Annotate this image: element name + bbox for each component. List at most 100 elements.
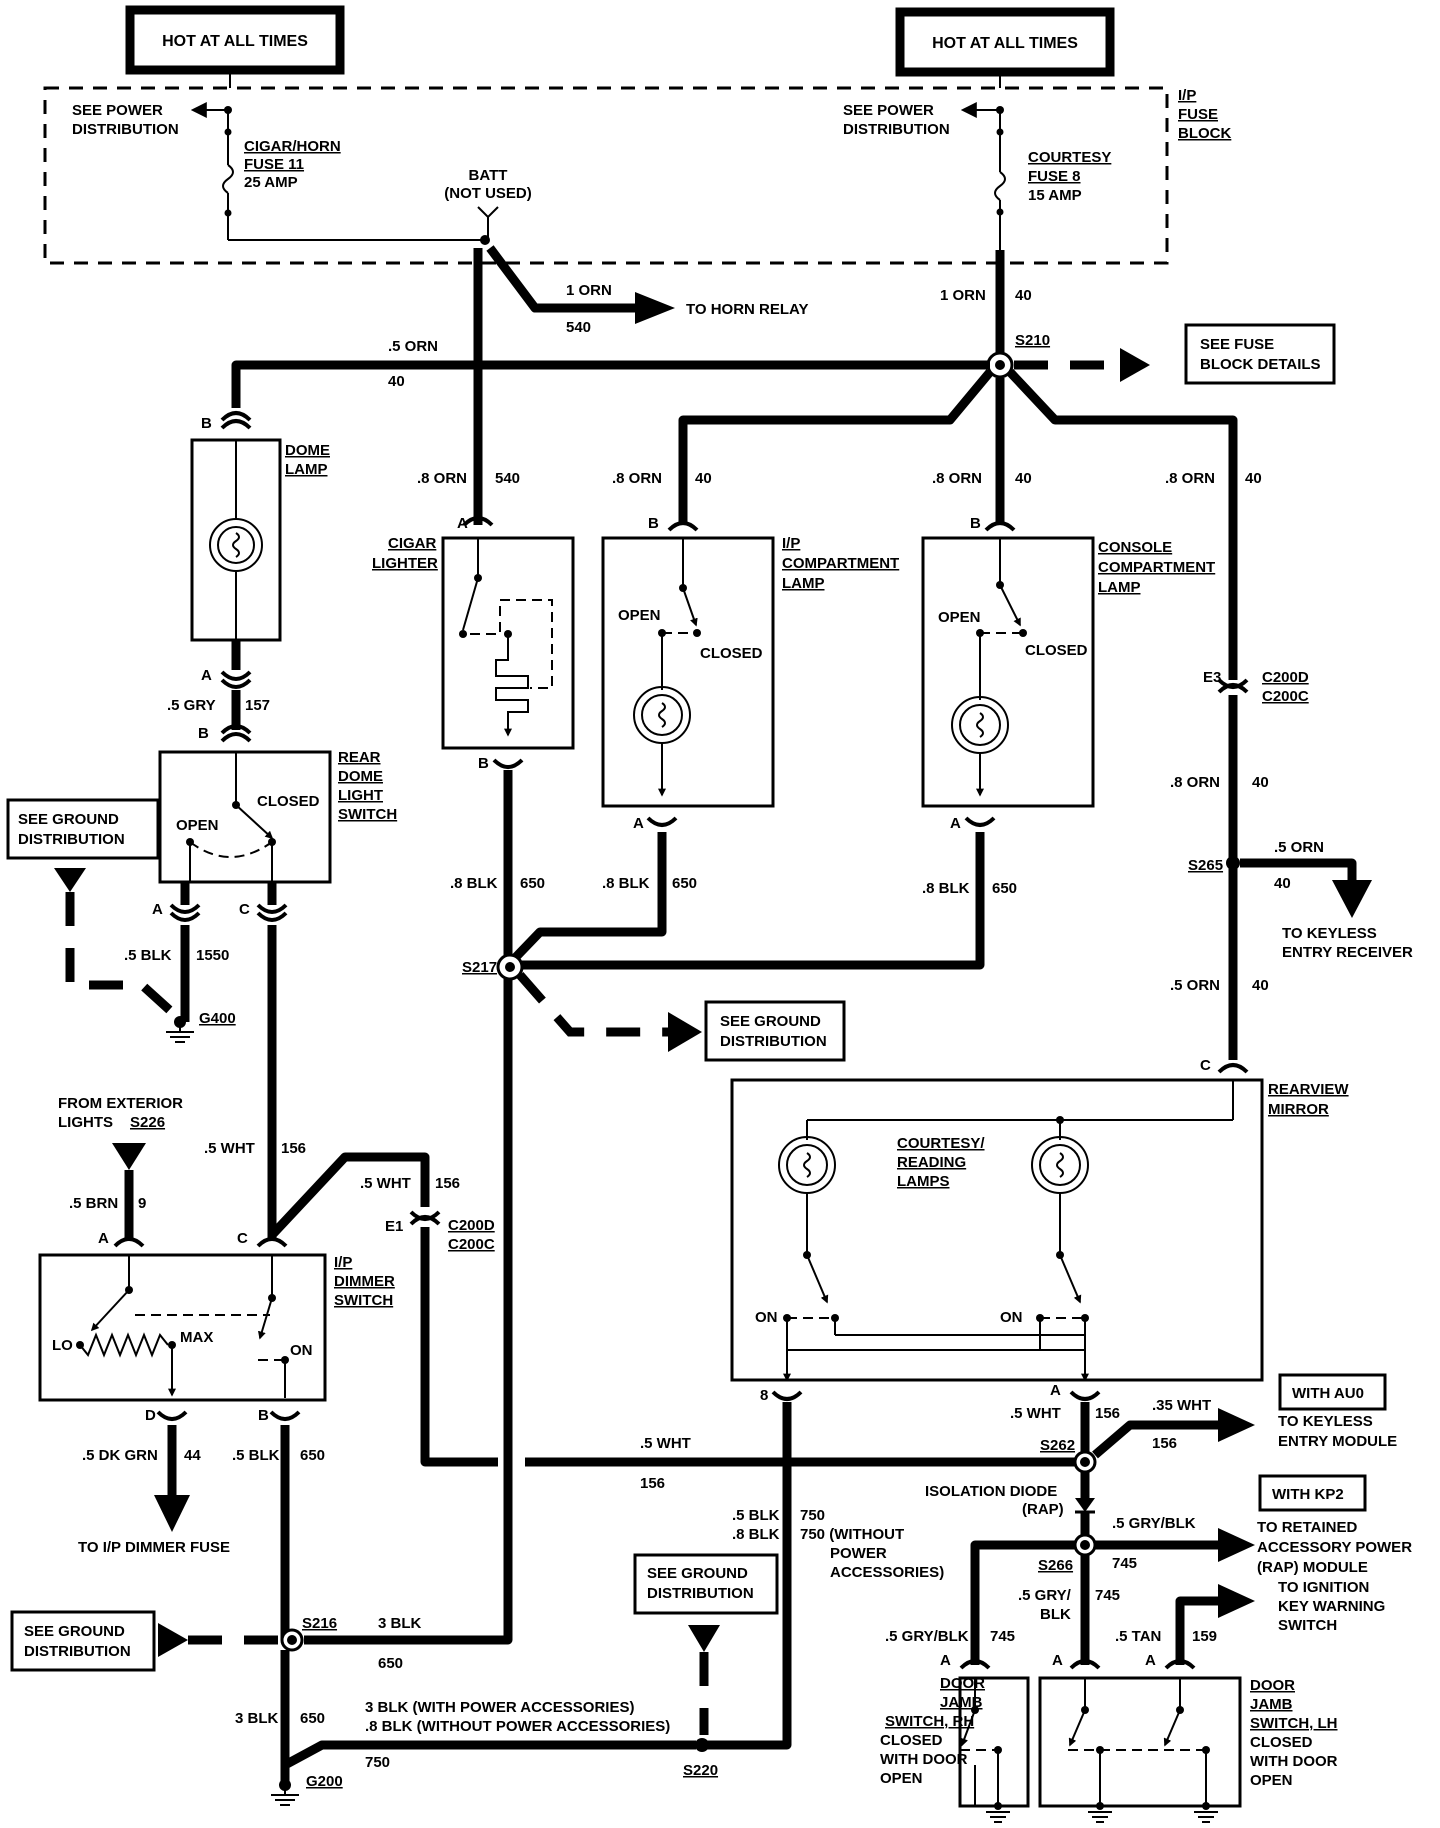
svg-text:WITH DOOR: WITH DOOR (1250, 1753, 1338, 1770)
dimmer-blk-650: .5 BLK 650 (232, 1425, 325, 1640)
svg-text:CIGAR/HORN: CIGAR/HORN (244, 138, 341, 155)
mirror-feed-labels: .5 ORN 40 (1170, 977, 1269, 994)
fuse-block-label: I/P FUSE BLOCK (1178, 87, 1231, 142)
svg-text:CONSOLE: CONSOLE (1098, 539, 1172, 556)
svg-text:1550: 1550 (196, 947, 229, 964)
svg-text:DOME: DOME (338, 768, 383, 785)
svg-text:SEE POWER: SEE POWER (843, 102, 934, 119)
svg-text:.8 BLK: .8 BLK (922, 880, 970, 897)
svg-text:B: B (648, 515, 659, 532)
svg-text:.5 GRY/BLK: .5 GRY/BLK (1112, 1515, 1196, 1532)
s216-run-labels: 3 BLK 650 (378, 1615, 422, 1672)
svg-text:B: B (478, 755, 489, 772)
isolation-diode: ISOLATION DIODE (RAP) (925, 1472, 1095, 1538)
splice-s217: S217 (462, 953, 524, 981)
wht-156-wire: .5 WHT 156 (204, 925, 306, 1240)
svg-text:DISTRIBUTION: DISTRIBUTION (72, 121, 179, 138)
rh-door-wire: .5 GRY/BLK 745 (885, 1540, 1075, 1665)
svg-text:.5 BLK: .5 BLK (732, 1507, 780, 1524)
splice-s210: S210 (986, 332, 1050, 379)
svg-text:CIGAR: CIGAR (388, 535, 437, 552)
g400-wire: .5 BLK 1550 (124, 925, 229, 1022)
svg-text:156: 156 (1095, 1405, 1120, 1422)
svg-text:3 BLK: 3 BLK (378, 1615, 422, 1632)
svg-text:650: 650 (520, 875, 545, 892)
svg-text:TO KEYLESS: TO KEYLESS (1278, 1413, 1373, 1430)
svg-text:.8 ORN: .8 ORN (1170, 774, 1220, 791)
svg-text:DISTRIBUTION: DISTRIBUTION (843, 121, 950, 138)
svg-text:A: A (1050, 1382, 1061, 1399)
fuse-cigar-horn: CIGAR/HORN FUSE 11 25 AMP (222, 110, 341, 240)
svg-text:COURTESY: COURTESY (1028, 149, 1111, 166)
svg-text:S220: S220 (683, 1762, 718, 1779)
keyless-module-wire: .35 WHT 156 WITH AU0 TO KEYLESS ENTRY MO… (1092, 1373, 1397, 1459)
svg-text:TO IGNITION: TO IGNITION (1278, 1579, 1369, 1596)
svg-text:.8 ORN: .8 ORN (612, 470, 662, 487)
svg-text:LIGHTS: LIGHTS (58, 1114, 113, 1131)
svg-text:HOT AT ALL TIMES: HOT AT ALL TIMES (932, 35, 1078, 52)
svg-text:REARVIEW: REARVIEW (1268, 1081, 1349, 1098)
ground-dist-s220: SEE GROUND DISTRIBUTION (633, 1553, 779, 1735)
svg-text:SWITCH, RH: SWITCH, RH (885, 1713, 974, 1730)
ground-dist-s217: SEE GROUND DISTRIBUTION (516, 972, 846, 1062)
svg-text:40: 40 (1015, 287, 1032, 304)
svg-text:.5 WHT: .5 WHT (360, 1175, 411, 1192)
svg-text:OPEN: OPEN (176, 817, 219, 834)
from-exterior-lights: FROM EXTERIOR LIGHTS S226 (58, 1095, 183, 1170)
dome-gry-wire: .5 GRY 157 (167, 690, 270, 730)
svg-text:40: 40 (388, 373, 405, 390)
svg-text:BATT: BATT (469, 167, 508, 184)
svg-text:A: A (457, 515, 468, 532)
svg-text:FROM EXTERIOR: FROM EXTERIOR (58, 1095, 183, 1112)
svg-text:40: 40 (1252, 977, 1269, 994)
svg-text:JAMB: JAMB (1250, 1696, 1293, 1713)
svg-text:A: A (950, 815, 961, 832)
ip-compartment-lamp: B OPEN CLOSED I/P COMPARTMENT LAMP (601, 515, 899, 808)
svg-text:.5 BRN: .5 BRN (69, 1195, 118, 1212)
ground-dist-s216: SEE GROUND DISTRIBUTION (10, 1610, 280, 1672)
splice-s220: S220 (683, 1738, 718, 1779)
svg-text:S262: S262 (1040, 1437, 1075, 1454)
svg-text:159: 159 (1192, 1628, 1217, 1645)
svg-text:.5 WHT: .5 WHT (640, 1435, 691, 1452)
svg-text:.5 WHT: .5 WHT (1010, 1405, 1061, 1422)
svg-text:40: 40 (1274, 875, 1291, 892)
svg-text:1 ORN: 1 ORN (940, 287, 986, 304)
s217-to-s216 (304, 978, 513, 1645)
svg-text:ON: ON (1000, 1309, 1023, 1326)
svg-text:LIGHT: LIGHT (338, 787, 383, 804)
power-ref-right: SEE POWER DISTRIBUTION (843, 102, 1004, 138)
svg-text:40: 40 (695, 470, 712, 487)
svg-text:SWITCH: SWITCH (1278, 1617, 1337, 1634)
svg-text:40: 40 (1252, 774, 1269, 791)
svg-text:C200D: C200D (1262, 669, 1309, 686)
svg-text:DISTRIBUTION: DISTRIBUTION (24, 1643, 131, 1660)
svg-text:LAMP: LAMP (782, 575, 825, 592)
svg-text:A: A (633, 815, 644, 832)
svg-text:A: A (152, 901, 163, 918)
feed-labels: .8 ORN 540 .8 ORN 40 .8 ORN 40 .8 ORN 40 (417, 470, 1262, 487)
svg-text:S216: S216 (302, 1615, 337, 1632)
svg-text:B: B (198, 725, 209, 742)
svg-text:8: 8 (760, 1387, 768, 1404)
door-jamb-switch-lh: A A DOOR JAMB SWITCH, LH CLOSED WITH DOO… (1038, 1652, 1338, 1808)
svg-text:LO: LO (52, 1337, 73, 1354)
svg-text:A: A (1052, 1652, 1063, 1669)
svg-text:9: 9 (138, 1195, 146, 1212)
svg-text:C200D: C200D (448, 1217, 495, 1234)
cigar-lighter: A CIGAR LIGHTER (372, 515, 575, 750)
svg-text:156: 156 (640, 1475, 665, 1492)
wht-156-to-c200d: .5 WHT 156 E1 C200D C200C (268, 1152, 498, 1467)
ground-g400: G400 (166, 1010, 236, 1043)
ground-g200: G200 (271, 1773, 343, 1806)
batt-terminal: BATT (NOT USED) (444, 167, 532, 245)
svg-text:SEE GROUND: SEE GROUND (720, 1013, 821, 1030)
svg-text:.5 WHT: .5 WHT (204, 1140, 255, 1157)
svg-text:OPEN: OPEN (1250, 1772, 1293, 1789)
svg-text:A: A (940, 1652, 951, 1669)
svg-text:(RAP) MODULE: (RAP) MODULE (1257, 1559, 1368, 1576)
svg-text:FUSE: FUSE (1178, 106, 1218, 123)
svg-text:.5 ORN: .5 ORN (1170, 977, 1220, 994)
brn-wire: .5 BRN 9 (69, 1170, 146, 1240)
